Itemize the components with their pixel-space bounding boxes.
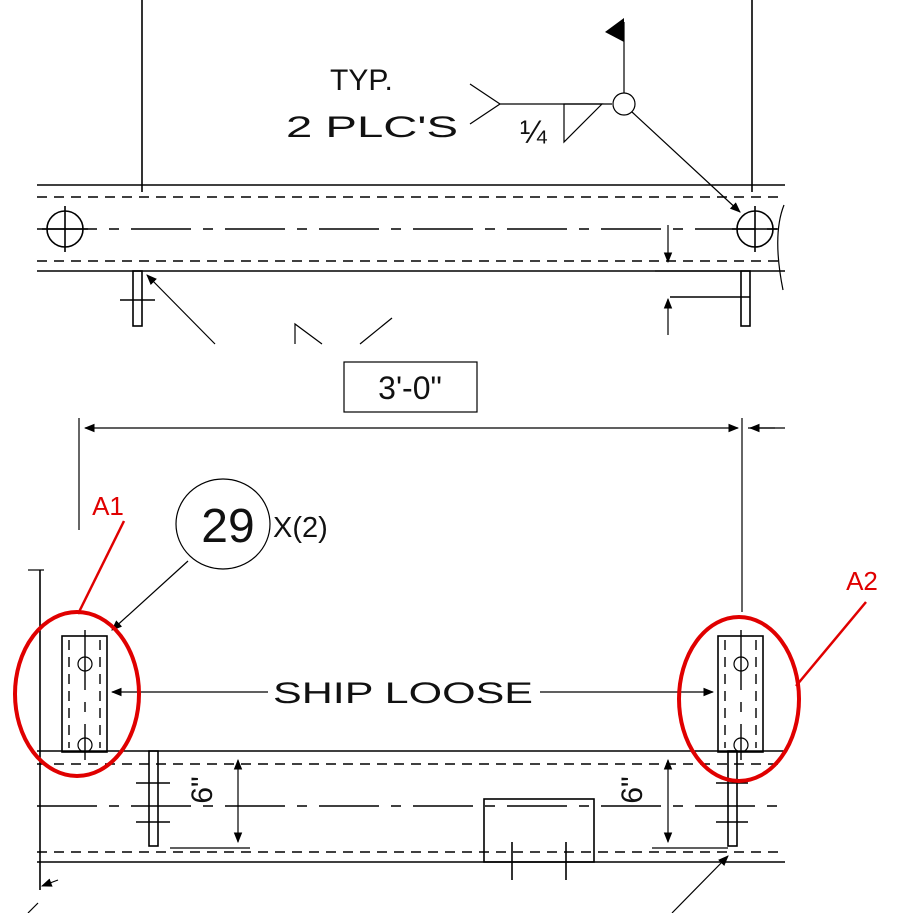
ship-loose-plate-right [717, 630, 764, 760]
annotation-ellipse-a2 [677, 615, 801, 783]
six-inch-dimension-right: 6" [616, 776, 649, 803]
overall-dimension: 3'-0" [378, 370, 442, 406]
upper-view: TYP. 2 PLC'S ¼ [37, 0, 785, 345]
callout-number: 29 [201, 500, 254, 553]
bolt-hole-right-icon [732, 206, 778, 252]
field-weld-flag-icon [605, 18, 624, 42]
annotation-label-a2: A2 [846, 566, 878, 596]
six-inch-dimension-left: 6" [186, 776, 219, 803]
callout-quantity: X(2) [273, 512, 328, 544]
overall-dimension-box [343, 361, 478, 413]
red-annotations: A1 A2 [13, 491, 878, 783]
weld-note-typ: TYP. [330, 64, 393, 97]
weld-symbol [469, 18, 741, 213]
ship-loose-plate-left [61, 630, 108, 760]
lower-view: 3'-0" 29 X(2) [27, 361, 785, 913]
ship-loose-note: SHIP LOOSE [273, 677, 533, 710]
weld-size: ¼ [520, 114, 548, 150]
annotation-label-a1: A1 [92, 491, 124, 521]
annotation-ellipse-a1 [13, 610, 141, 778]
weld-note-places: 2 PLC'S [286, 111, 458, 144]
callout-bubble [175, 478, 271, 570]
bolt-hole-left-icon [42, 206, 88, 252]
